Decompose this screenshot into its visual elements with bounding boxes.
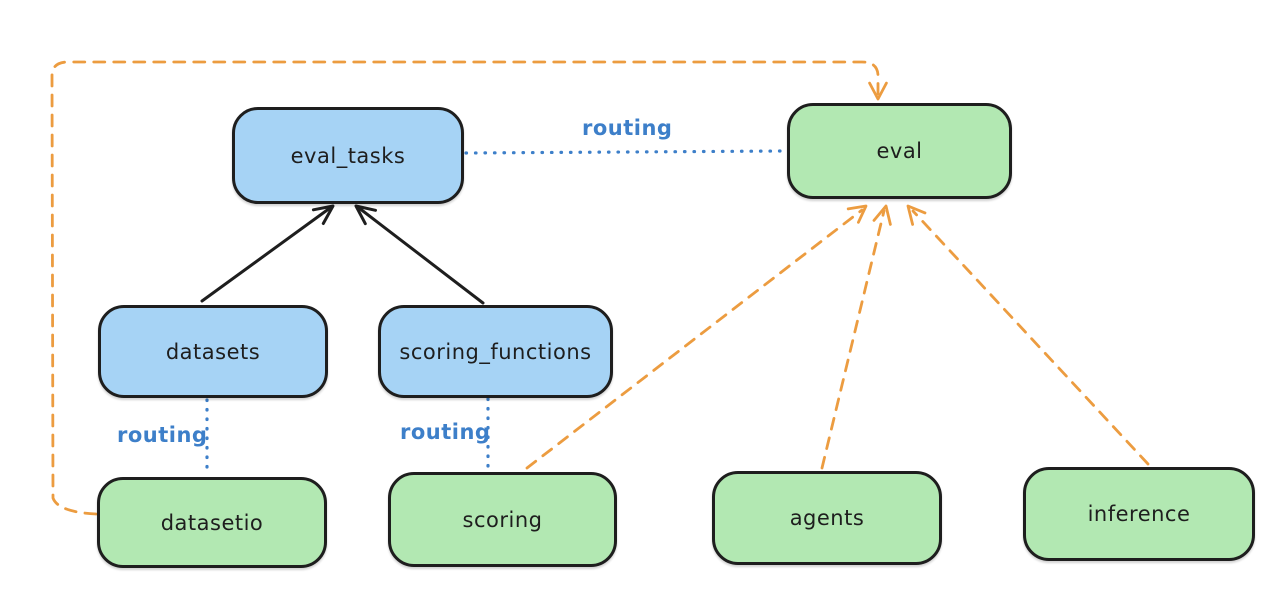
arrowhead-inference-to-eval <box>906 204 927 226</box>
node-agents: agents <box>712 471 942 565</box>
arrowhead-datasetio-to-eval <box>868 81 888 101</box>
routing-label-scoring-functions-scoring: routing <box>400 420 491 444</box>
node-inference: inference <box>1023 467 1255 561</box>
arrow-scoring-to-eval <box>525 208 864 470</box>
node-agents-label: agents <box>789 506 865 530</box>
node-inference-label: inference <box>1087 502 1191 526</box>
routing-label-eval-tasks-eval: routing <box>582 116 673 140</box>
node-datasetio-label: datasetio <box>160 510 264 535</box>
routing-line-eval-tasks-eval <box>464 149 785 155</box>
arrow-datasets-to-eval-tasks <box>200 206 332 303</box>
node-scoring-functions: scoring_functions <box>378 305 613 398</box>
node-scoring: scoring <box>388 472 617 567</box>
arrowhead-scoring-functions-to-eval-tasks <box>354 204 377 226</box>
arrowhead-scoring-to-eval <box>846 204 868 224</box>
arrow-agents-to-eval <box>820 209 886 470</box>
node-eval-label: eval <box>876 139 923 163</box>
arrowhead-datasets-to-eval-tasks <box>311 204 335 225</box>
arrow-scoring-functions-to-eval-tasks <box>357 206 485 305</box>
node-eval-tasks: eval_tasks <box>232 107 464 204</box>
node-scoring-functions-label: scoring_functions <box>399 339 592 364</box>
node-eval-tasks-label: eval_tasks <box>290 143 406 168</box>
node-datasets-label: datasets <box>165 339 261 364</box>
arrow-datasetio-to-eval <box>50 60 880 516</box>
node-eval: eval <box>787 103 1012 199</box>
arrow-inference-to-eval <box>911 209 1150 466</box>
node-datasetio: datasetio <box>97 477 327 568</box>
routing-label-datasets-datasetio: routing <box>117 423 208 447</box>
node-datasets: datasets <box>98 305 328 398</box>
arrowhead-agents-to-eval <box>872 204 892 226</box>
node-scoring-label: scoring <box>462 507 543 532</box>
